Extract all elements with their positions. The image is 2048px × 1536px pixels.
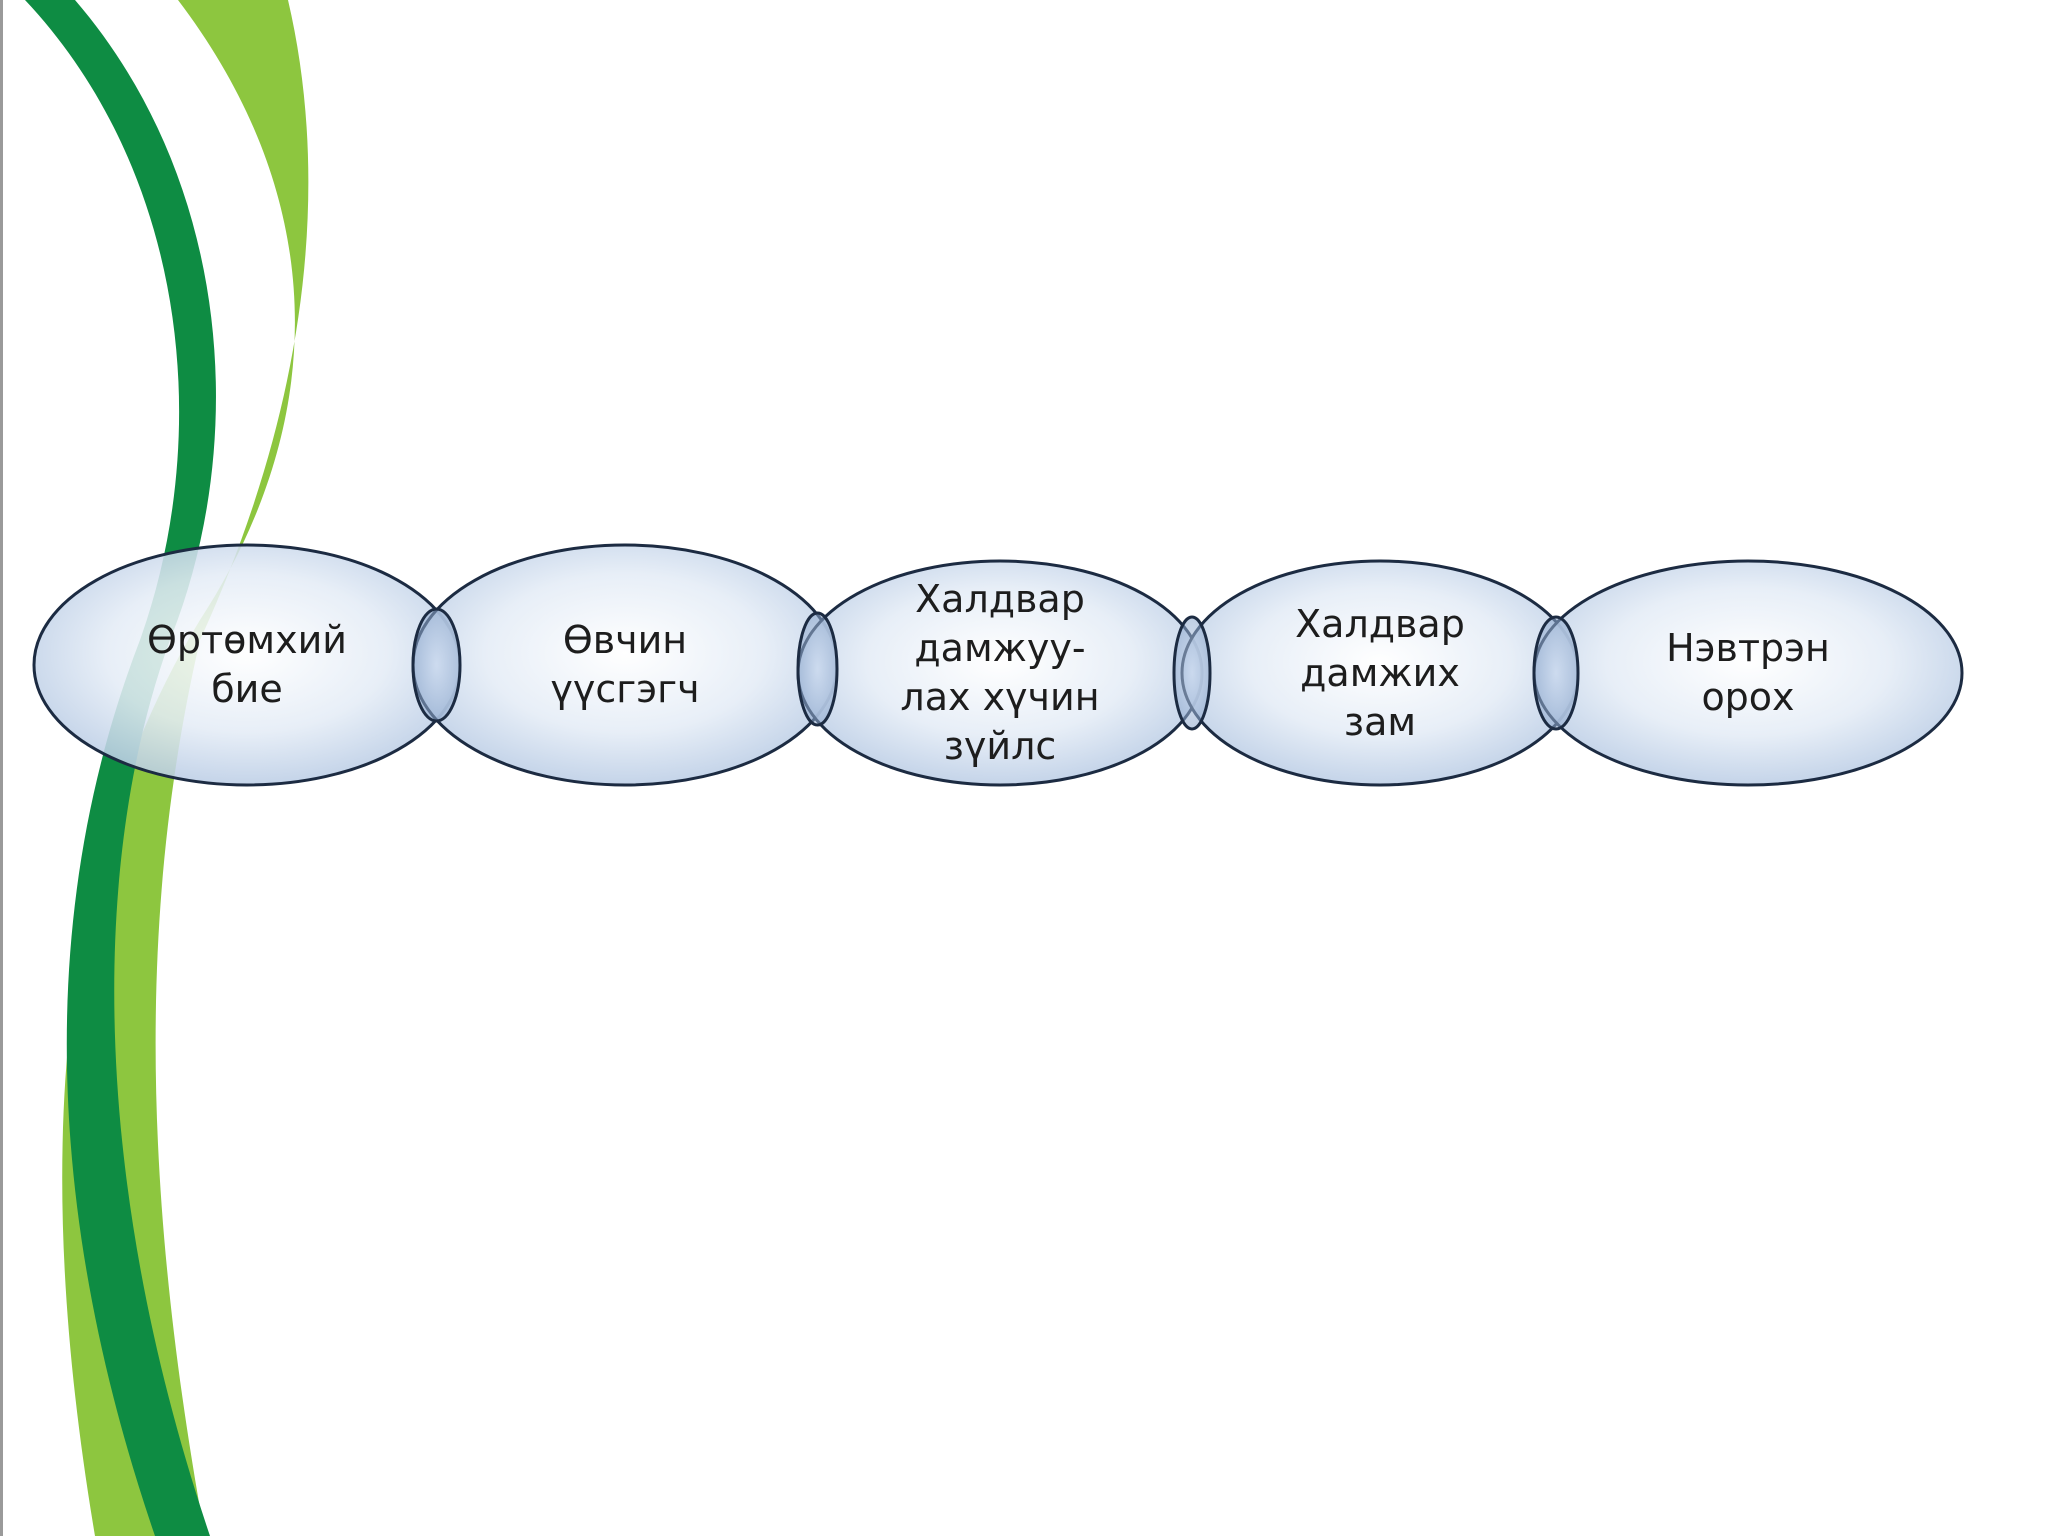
chain-overlap-1 bbox=[411, 607, 462, 723]
chain-node-label: Өвчин үүсгэгч bbox=[550, 618, 700, 711]
chain-node-label: Халдвар дамжих зам bbox=[1295, 601, 1465, 744]
chain-node-4: Халдвар дамжих зам bbox=[1222, 561, 1539, 785]
chain-node-label: Халдвар дамжуу- лах хүчин зүйлс bbox=[900, 577, 1100, 768]
chain-node-5: Нэвтрэн орох bbox=[1577, 561, 1919, 785]
chain-node-label: Нэвтрэн орох bbox=[1666, 626, 1830, 719]
chain-node-1: Өртөмхий бие bbox=[77, 545, 418, 785]
chain-overlap-4 bbox=[1532, 615, 1580, 731]
dark-green-swoosh bbox=[25, 0, 216, 1536]
chain-node-2: Өвчин үүсгэгч bbox=[455, 545, 794, 785]
chain-node-label: Өртөмхий бие bbox=[147, 618, 347, 711]
chain-node-3: Халдвар дамжуу- лах хүчин зүйлс bbox=[838, 561, 1161, 785]
chain-overlap-2 bbox=[796, 611, 839, 727]
light-green-swoosh bbox=[62, 0, 309, 1536]
slide-border bbox=[0, 0, 3, 1536]
chain-overlap-3 bbox=[1172, 615, 1212, 731]
